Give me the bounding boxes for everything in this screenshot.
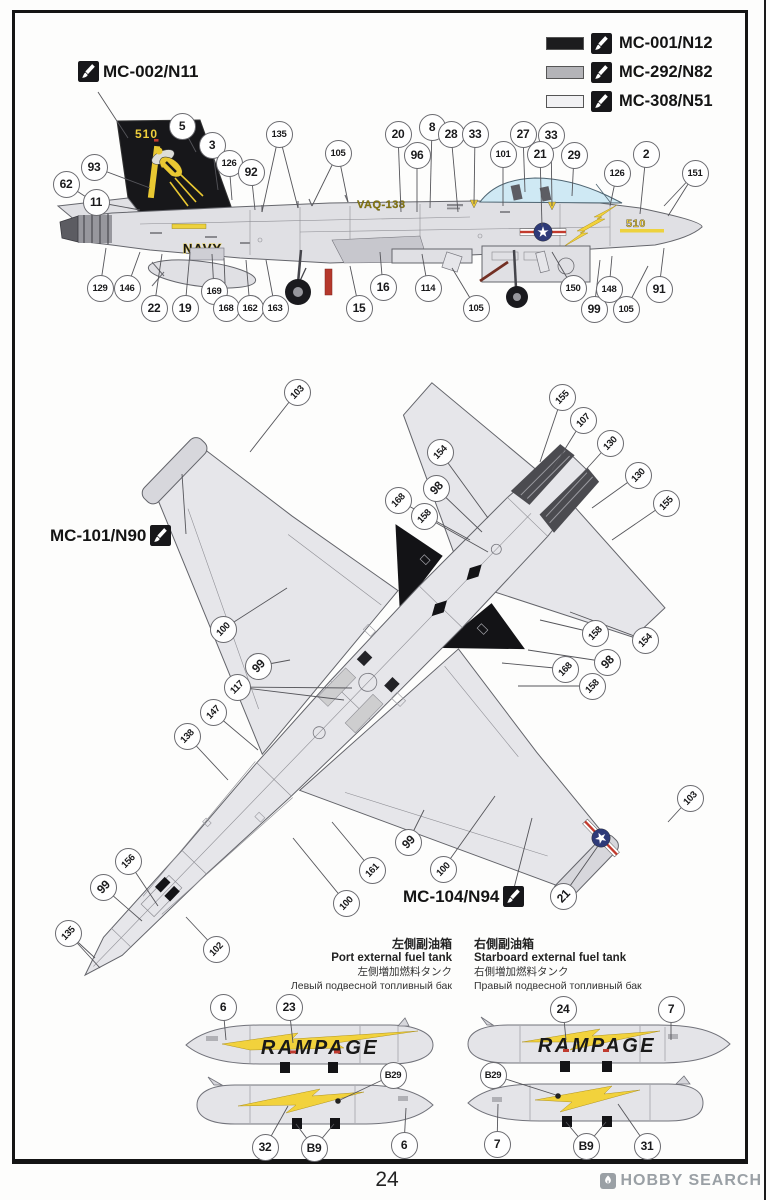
leader-line xyxy=(236,686,353,689)
color-swatch xyxy=(546,37,584,50)
squadron-text: VAQ-138 xyxy=(357,199,406,211)
caption-line-zh: 左側副油箱 xyxy=(391,937,452,951)
caption-line-ru: Левый подвесной топливный бак xyxy=(290,980,452,992)
national-insignia-side xyxy=(519,222,567,242)
leader-line xyxy=(667,797,691,823)
paint-brush-icon xyxy=(150,525,172,546)
leader-line xyxy=(473,133,476,205)
page-frame xyxy=(12,10,748,1164)
leader-line xyxy=(451,267,477,309)
leader-line xyxy=(261,133,280,213)
tank-callsign-port: RAMPAGE xyxy=(261,1037,379,1059)
paint-brush-icon xyxy=(503,886,525,907)
caption-line-ru: Правый подвесной топливный бак xyxy=(474,980,642,992)
paint-label-wingtip-pod: MC-101/N90 xyxy=(50,525,172,546)
leader-line xyxy=(625,265,649,310)
legend-label: MC-292/N82 xyxy=(619,63,713,81)
leader-line xyxy=(608,255,613,290)
paint-label-text: MC-002/N11 xyxy=(103,61,199,81)
watermark-text: HOBBY SEARCH xyxy=(620,1172,762,1189)
leader-line xyxy=(265,259,276,309)
side-view-drawing: 510 xyxy=(56,119,703,308)
paint-legend: MC-001/N12 MC-292/N82 MC-308/N51 xyxy=(546,33,713,112)
paint-brush-icon xyxy=(591,91,612,112)
leader-line xyxy=(181,473,187,535)
page-edge-line xyxy=(764,0,766,1200)
fuel-tank-drawings: RAMPAGE RAMPAGE xyxy=(185,1016,731,1129)
hobby-search-logo-icon xyxy=(599,1173,616,1189)
page-number: 24 xyxy=(375,1168,399,1191)
bottom-view-drawing xyxy=(83,382,666,977)
leader-line xyxy=(611,502,667,541)
watermark: HOBBY SEARCH xyxy=(599,1172,763,1190)
leader-line xyxy=(585,1121,607,1147)
leader-line xyxy=(97,91,129,139)
legend-row: MC-308/N51 xyxy=(546,91,713,112)
leader-line xyxy=(313,1123,335,1149)
tail-number-text: 510 xyxy=(135,127,158,141)
leader-line xyxy=(429,126,433,209)
leader-line xyxy=(501,662,566,670)
color-swatch xyxy=(546,95,584,108)
leader-line xyxy=(450,133,459,213)
leader-line xyxy=(67,932,96,959)
leader-line xyxy=(126,251,141,289)
leader-line xyxy=(658,247,665,290)
leader-line xyxy=(228,162,233,201)
leader-line xyxy=(639,153,647,215)
leader-line xyxy=(186,735,229,781)
legend-row: MC-001/N12 xyxy=(546,33,713,54)
leader-line xyxy=(593,259,601,310)
caption-starboard-tank: 右側副油箱 Starboard external fuel tank 右側増加燃… xyxy=(474,937,744,993)
caption-line-ja: 左側増加燃料タンク xyxy=(357,966,453,978)
leader-line xyxy=(250,171,256,211)
leader-line xyxy=(565,1121,587,1147)
leader-line xyxy=(67,932,101,969)
leader-line xyxy=(337,152,349,203)
leader-line xyxy=(236,686,345,701)
paint-label-text: MC-101/N90 xyxy=(50,525,147,545)
leader-line xyxy=(591,474,639,509)
paint-label-text: MC-104/N94 xyxy=(403,886,500,906)
legend-label: MC-001/N12 xyxy=(619,34,713,52)
paint-label-underside: MC-104/N94 xyxy=(403,886,525,907)
paint-brush-icon xyxy=(78,61,99,82)
nose-number-text: 510 xyxy=(626,218,646,230)
national-insignia-bottom xyxy=(582,818,620,858)
leader-line xyxy=(295,1123,315,1149)
color-swatch xyxy=(546,66,584,79)
legend-row: MC-292/N82 xyxy=(546,62,713,83)
leader-line xyxy=(311,152,339,207)
legend-label: MC-308/N51 xyxy=(619,92,713,110)
caption-line-en: Port external fuel tank xyxy=(331,952,452,964)
leader-line xyxy=(527,649,608,663)
caption-line-zh: 右側副油箱 xyxy=(474,937,535,951)
leader-line xyxy=(292,837,347,904)
leader-line xyxy=(249,391,298,453)
caption-port-tank: 左側副油箱 Port external fuel tank 左側増加燃料タンク … xyxy=(180,937,452,993)
leader-line xyxy=(99,247,107,289)
caption-line-ja: 右側増加燃料タンク xyxy=(474,966,569,978)
leader-line xyxy=(663,172,696,207)
leader-line xyxy=(349,265,360,309)
paint-brush-icon xyxy=(591,33,612,54)
leader-line xyxy=(667,172,696,217)
leader-line xyxy=(513,817,533,889)
paint-brush-icon xyxy=(591,62,612,83)
leader-line xyxy=(278,133,299,209)
leader-line xyxy=(331,821,373,871)
caption-line-en: Starboard external fuel tank xyxy=(474,952,627,964)
paint-label-tail: MC-002/N11 xyxy=(78,61,198,82)
tank-callsign-starboard: RAMPAGE xyxy=(538,1035,656,1057)
